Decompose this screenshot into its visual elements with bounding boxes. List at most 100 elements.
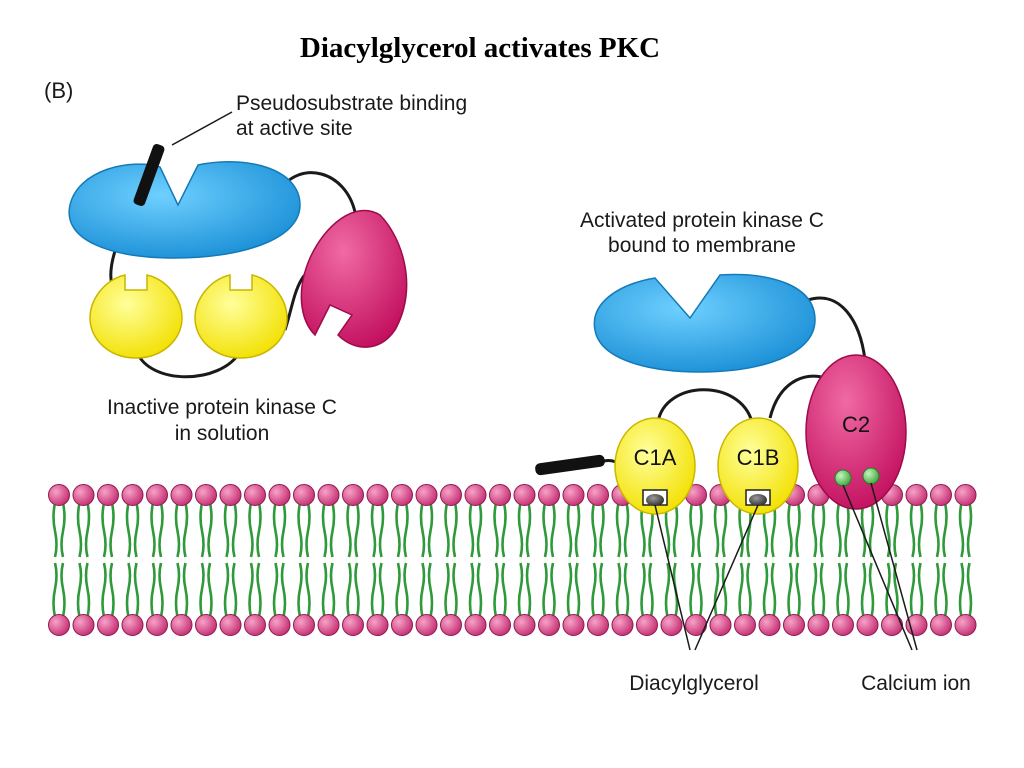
calcium-pointer-1	[842, 484, 913, 651]
lipid-tail	[738, 502, 744, 558]
lipid-tail	[493, 502, 499, 558]
lipid-head	[832, 614, 854, 636]
pseudosubstrate-segment	[133, 144, 165, 206]
lipid-tail	[125, 562, 132, 618]
lipid-tail	[248, 502, 254, 558]
lipid-tail	[942, 502, 948, 558]
lipid-tail	[836, 562, 842, 618]
lipid-tail	[60, 562, 66, 618]
lipid-tail	[787, 502, 793, 558]
lipid-tail	[452, 502, 458, 558]
pseudosubstrate-label-line2: at active site	[236, 117, 353, 140]
lipid-tail	[109, 502, 115, 558]
lipid-tail	[231, 502, 238, 558]
lipid-head	[783, 614, 805, 636]
lipid-head	[611, 614, 634, 636]
activated-pkc: C2 C1A C1B	[535, 273, 907, 515]
lipid-tail	[321, 502, 328, 558]
lipid-tail	[419, 502, 426, 558]
lipid-tail	[272, 562, 279, 618]
c2-domain	[805, 354, 907, 510]
lipid-head	[464, 484, 487, 506]
lipid-tail	[574, 502, 581, 558]
lipid-tail	[550, 562, 556, 618]
lipid-tail	[133, 562, 140, 618]
lipid-head	[146, 484, 168, 506]
lipid-tail	[493, 562, 499, 618]
lipid-tail	[795, 562, 801, 618]
dag-pointer-2	[694, 504, 759, 651]
lipid-tail	[770, 562, 777, 618]
inactive-c1-domain-right	[194, 274, 288, 359]
lipid-tail	[615, 562, 622, 618]
lipid-head	[587, 484, 609, 506]
lipid-head	[807, 614, 830, 636]
lipid-head	[856, 614, 879, 636]
lipid-tail	[525, 502, 532, 558]
lipid-head	[562, 484, 585, 506]
lipid-tail	[591, 562, 597, 618]
lipid-tail	[934, 562, 940, 618]
active-linker-kinase-c2	[807, 296, 867, 361]
lipid-tail	[76, 562, 83, 618]
lipid-tail	[109, 562, 115, 618]
lipid-head	[905, 614, 928, 636]
active-linker-c1a-c1b	[656, 388, 754, 423]
lipid-tail	[819, 502, 826, 558]
lipid-head	[587, 614, 609, 636]
lipid-head	[440, 484, 462, 506]
diacylglycerol-molecule	[646, 494, 664, 506]
lipid-head	[538, 484, 560, 506]
lipid-tail	[811, 502, 818, 558]
lipid-bilayer	[48, 484, 977, 636]
lipid-head	[366, 614, 389, 636]
lipid-head	[464, 614, 487, 636]
lipid-tail	[297, 502, 303, 558]
lipid-tail	[770, 502, 777, 558]
inactive-c2-domain	[300, 209, 408, 348]
lipid-tail	[501, 562, 507, 618]
inactive-kinase-domain	[68, 161, 301, 259]
lipid-tail	[231, 562, 238, 618]
lipid-tail	[199, 502, 205, 558]
lipid-head	[146, 614, 168, 636]
lipid-head	[268, 614, 291, 636]
lipid-head	[121, 614, 144, 636]
lipid-tail	[207, 502, 213, 558]
lipid-head	[195, 484, 217, 506]
lipid-tail	[256, 502, 262, 558]
lipid-tail	[199, 562, 205, 618]
lipid-tail	[280, 502, 287, 558]
lipid-tail	[689, 502, 695, 558]
lipid-tail	[452, 562, 458, 618]
lipid-tail	[811, 562, 818, 618]
lipid-tail	[427, 562, 434, 618]
lipid-tail	[860, 502, 867, 558]
lipid-tail	[395, 502, 401, 558]
lipid-tail	[427, 502, 434, 558]
lipid-head	[930, 484, 952, 506]
activated-label-line1: Activated protein kinase C	[580, 209, 824, 232]
lipid-tail	[182, 562, 189, 618]
lipid-tail	[52, 562, 58, 618]
lipid-tail	[689, 562, 695, 618]
lipid-tail	[648, 562, 654, 618]
lipid-tail	[370, 562, 377, 618]
lipid-tail	[893, 502, 899, 558]
lipid-tail	[419, 562, 426, 618]
lipid-tail	[746, 562, 752, 618]
lipid-head	[195, 614, 217, 636]
lipid-tail	[182, 502, 189, 558]
inactive-label-line2: in solution	[175, 422, 270, 445]
c2-domain-label: C2	[842, 412, 870, 437]
lipid-tail	[354, 502, 360, 558]
lipid-head	[97, 484, 119, 506]
lipid-tail	[305, 562, 311, 618]
lipid-tail	[623, 562, 630, 618]
lipid-head	[219, 484, 242, 506]
lipid-head	[709, 614, 732, 636]
lipid-tail	[713, 562, 720, 618]
lipid-tail	[909, 562, 916, 618]
lipid-head	[293, 484, 315, 506]
